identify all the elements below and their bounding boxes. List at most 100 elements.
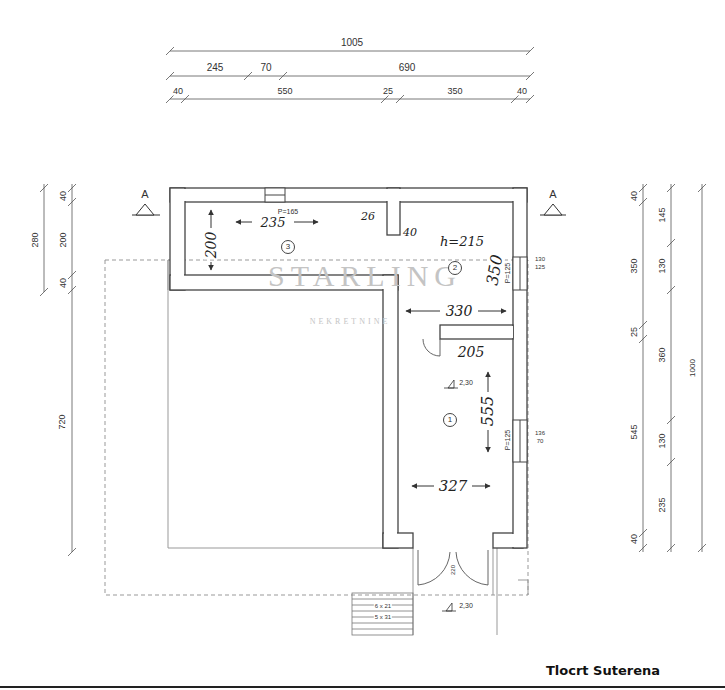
hand-arrow: [488, 430, 489, 452]
caption: Tlocrt Suterena: [546, 663, 660, 678]
plan-annotation: 2,30: [458, 379, 474, 386]
plot-outline: [105, 260, 528, 635]
handwritten-note: 40: [402, 227, 418, 238]
dimension-label: 200: [59, 231, 68, 248]
dimension-line: [166, 95, 534, 103]
handwritten-note: h=215: [439, 235, 485, 248]
door-swing: [423, 339, 440, 356]
handwritten-note: 350: [484, 253, 505, 288]
section-marker: [544, 204, 562, 215]
dimension-line: [40, 184, 48, 296]
room-number: 1: [443, 413, 457, 427]
plan-annotation: 220: [450, 564, 456, 576]
dimension-line: [639, 184, 647, 552]
hand-arrow: [488, 372, 489, 392]
dimension-label: 25: [382, 87, 394, 96]
plot-outline: [105, 260, 528, 595]
page-rule: [0, 686, 725, 688]
hand-arrow: [211, 210, 506, 486]
dimension-label: 40: [59, 190, 68, 202]
dimension-label: 1005: [340, 38, 364, 48]
dimension-label: 40: [630, 533, 639, 545]
plan-annotation: 125: [534, 264, 546, 270]
dimension-line: [68, 548, 76, 556]
room-number-text: 2: [453, 264, 457, 272]
dimension-label: 360: [658, 346, 667, 363]
stair-symbol: [352, 593, 413, 635]
dimension-label: 1000: [689, 358, 697, 378]
dimension-label: 245: [206, 63, 225, 73]
plan-annotation: 6 x 21: [374, 603, 392, 609]
dimension-line: [170, 99, 530, 100]
hand-arrow: [472, 486, 490, 487]
level-marker: [442, 603, 456, 611]
handwritten-note: 200: [204, 231, 218, 260]
hand-arrow: [478, 311, 506, 312]
dimension-line: [667, 184, 675, 552]
plot-outline: [168, 260, 383, 548]
handwritten-note: 327: [438, 479, 469, 494]
plan-annotation: 130: [534, 256, 546, 262]
hand-arrow: [406, 311, 440, 312]
dimension-label: 40: [630, 190, 639, 202]
wall-fill: [388, 189, 399, 234]
wall: [387, 188, 400, 235]
dimension-line: [643, 184, 644, 552]
section-marker: [136, 204, 154, 215]
dimension-line: [170, 76, 530, 77]
plot-outline: [518, 580, 528, 595]
dimension-label: 40: [516, 87, 528, 96]
wall-fill: [441, 326, 513, 338]
window-symbol: [520, 257, 521, 290]
plan-annotation: 2,30: [458, 602, 474, 609]
plot-outline: [413, 548, 497, 635]
plan-annotation: 136: [534, 430, 546, 436]
dimension-line: [44, 184, 45, 292]
dimension-label: 350: [446, 87, 463, 96]
dimension-label: 690: [398, 63, 417, 73]
dimension-label: 235: [658, 496, 667, 513]
watermark-text: STARLING: [267, 261, 463, 291]
dimension-label: 280: [31, 231, 40, 248]
window-symbol: [520, 420, 521, 462]
wall: [170, 188, 527, 202]
wall: [383, 533, 413, 548]
wall-fill: [171, 189, 526, 201]
plan-annotation: A: [140, 189, 149, 200]
plan-annotation: P=125: [504, 262, 511, 284]
hand-arrow: [211, 262, 212, 270]
room-number: 2: [448, 261, 462, 275]
handwritten-note: 205: [457, 345, 486, 359]
door-swing: [418, 550, 450, 585]
dimension-line: [72, 290, 73, 552]
wall-fill: [514, 189, 526, 547]
wall: [513, 188, 527, 548]
window-symbol: [513, 257, 527, 290]
dimension-label: 545: [630, 423, 639, 440]
wall-fill: [384, 276, 397, 547]
dimension-line: [702, 184, 703, 552]
dimension-line: [671, 184, 672, 552]
dimension-label: 40: [59, 277, 68, 289]
dimension-line: [166, 72, 534, 80]
door-swing: [418, 339, 488, 585]
handwritten-note: 555: [480, 395, 496, 428]
wall-fill: [171, 189, 526, 547]
dimension-label: 720: [58, 413, 67, 430]
window-symbol: [265, 188, 527, 462]
dimension-label: 70: [259, 63, 272, 73]
wall-fill: [384, 534, 412, 547]
dimension-label: 145: [658, 206, 667, 223]
window-symbol: [265, 188, 285, 202]
dimension-line: [40, 47, 706, 556]
handwritten-note: 26: [360, 211, 376, 222]
window-symbol: [513, 420, 527, 462]
window-symbol: [265, 195, 285, 196]
stair-symbol: [352, 599, 413, 629]
plan-annotation: P=125: [504, 429, 511, 451]
plan-annotation: A: [548, 189, 557, 200]
dimension-line: [170, 51, 530, 52]
room-number-text: 3: [286, 243, 290, 251]
